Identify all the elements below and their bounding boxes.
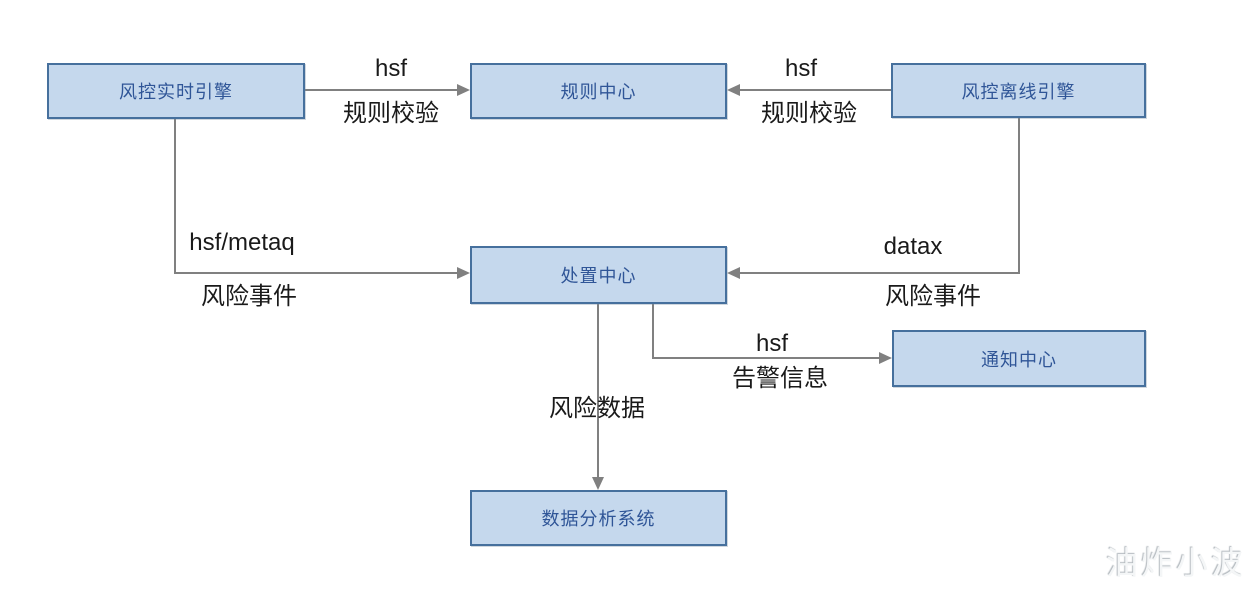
edge-payload-label: 规则校验 xyxy=(761,100,857,127)
node-rule-center: 规则中心 xyxy=(470,63,727,119)
edge-payload-label: 规则校验 xyxy=(343,100,439,127)
node-label: 处置中心 xyxy=(560,266,637,286)
edge-realtime-to-disposal xyxy=(174,119,459,274)
edge-protocol-label: hsf xyxy=(374,55,408,82)
edge-payload-label: 风险事件 xyxy=(885,283,981,310)
edge-disposal-to-notify xyxy=(652,304,881,359)
edge-payload-label: 风险数据 xyxy=(549,395,645,422)
watermark: 油炸小波 xyxy=(1105,545,1246,581)
arrowhead-right-icon xyxy=(457,84,470,96)
node-label: 通知中心 xyxy=(981,349,1057,370)
edge-protocol-label: hsf xyxy=(784,55,818,82)
edge-offline-to-disposal xyxy=(738,118,1020,274)
node-label: 规则中心 xyxy=(560,82,637,102)
arrowhead-left-icon xyxy=(727,267,740,279)
edge-protocol-label: hsf xyxy=(755,330,789,357)
node-notify-center: 通知中心 xyxy=(892,330,1146,387)
node-label: 风控离线引擎 xyxy=(961,81,1076,102)
edge-protocol-label: datax xyxy=(883,233,943,260)
edge-payload-label: 告警信息 xyxy=(732,365,828,392)
node-label: 风控实时引擎 xyxy=(119,82,233,102)
node-data-analysis: 数据分析系统 xyxy=(470,490,727,546)
edge-payload-label: 风险事件 xyxy=(201,283,297,310)
arrowhead-right-icon xyxy=(879,352,892,364)
arrowhead-right-icon xyxy=(457,267,470,279)
arrowhead-down-icon xyxy=(592,477,604,490)
node-realtime-engine: 风控实时引擎 xyxy=(47,63,305,119)
node-label: 数据分析系统 xyxy=(541,509,656,529)
arrowhead-left-icon xyxy=(727,84,740,96)
node-disposal-center: 处置中心 xyxy=(470,246,727,304)
node-offline-engine: 风控离线引擎 xyxy=(891,63,1146,118)
edge-protocol-label: hsf/metaq xyxy=(189,229,295,256)
